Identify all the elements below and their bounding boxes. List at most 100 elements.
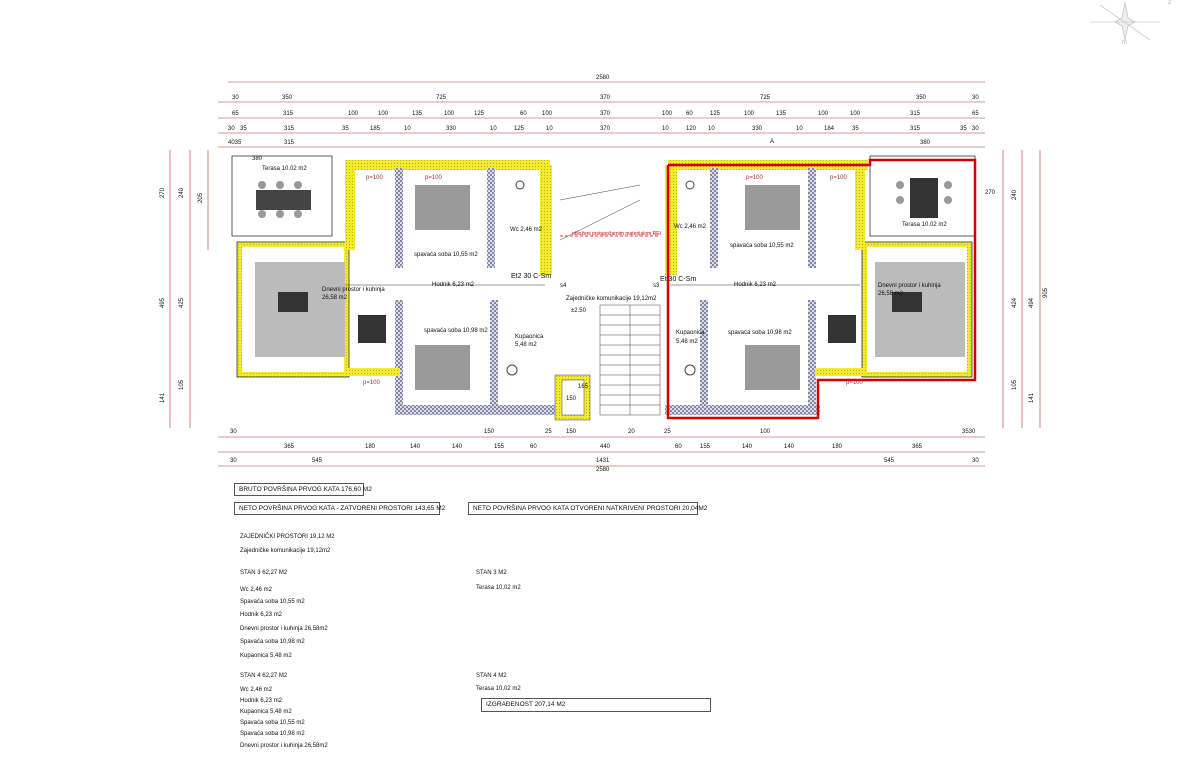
dim-left-105: 105 bbox=[179, 379, 186, 391]
room-left-terasa: Terasa 10.02 m2 bbox=[262, 166, 307, 172]
compass-icon bbox=[1090, 1, 1160, 41]
room-right-kupaonica-area: 5,48 m2 bbox=[676, 339, 698, 345]
room-left-spavaca1: spavaća soba 10,55 m2 bbox=[414, 252, 478, 258]
dim-stair-150: 150 bbox=[566, 396, 577, 402]
dim-right-240: 240 bbox=[1012, 189, 1019, 201]
dim-row3-6: 330 bbox=[446, 126, 457, 132]
dim-right-494: 494 bbox=[1029, 297, 1036, 309]
dim-bot1-1: 365 bbox=[284, 444, 295, 450]
unit-highlight-outline bbox=[666, 158, 977, 420]
dim-row2-12: 125 bbox=[710, 111, 721, 117]
dim-row4-r0: 380 bbox=[920, 140, 931, 146]
dim-right-105: 105 bbox=[1012, 379, 1019, 391]
dim-row3-4: 185 bbox=[370, 126, 381, 132]
dim-right-141: 141 bbox=[1029, 392, 1036, 404]
dim-row3-7: 10 bbox=[490, 126, 497, 132]
door-tag: p=100 bbox=[830, 175, 847, 181]
dim-row2-3: 100 bbox=[378, 111, 389, 117]
compass-letter-2: 2 bbox=[1168, 0, 1172, 6]
summary-neto-zatvoreni: NETO POVRŠINA PRVOG KATA - ZATVORENI PRO… bbox=[234, 502, 445, 515]
dim-bot2-4: 30 bbox=[972, 458, 979, 464]
common-area-label: Zajedničke komunikacije 19,12m2 bbox=[566, 296, 657, 302]
dim-row3-2: 315 bbox=[284, 126, 295, 132]
dim-row4-l1: 315 bbox=[284, 140, 295, 146]
dim-row3-11: 10 bbox=[662, 126, 669, 132]
room-right-kupaonica: Kupaonica bbox=[676, 330, 705, 336]
room-left-dnevni: Dnevni prostor i kuhinja bbox=[322, 287, 385, 293]
room-right-spavaca2: spavaća soba 10,98 m2 bbox=[728, 330, 792, 336]
dim-row3-19: 35 bbox=[960, 126, 967, 132]
dim-bot1-3: 140 bbox=[410, 444, 421, 450]
dim-row3-3: 35 bbox=[342, 126, 349, 132]
dim-bot2-total: 2580 bbox=[596, 467, 610, 473]
dimension-lines bbox=[169, 81, 1041, 467]
dim-row2-9: 370 bbox=[600, 111, 611, 117]
stan4-item: Kupaonica 5,48 m2 bbox=[240, 709, 292, 715]
stan4-item: Wc 2,46 m2 bbox=[240, 687, 273, 693]
dim-bot1-13: 365 bbox=[912, 444, 923, 450]
stan4-item: Dnevni prostor i kuhinja 26,58m2 bbox=[240, 743, 328, 749]
section-mark-s3: s3 bbox=[653, 283, 660, 289]
dim-row1-4: 725 bbox=[760, 95, 771, 101]
dim-row2-4: 135 bbox=[412, 111, 423, 117]
dim-row1-6: 30 bbox=[972, 95, 979, 101]
dim-row2-13: 100 bbox=[744, 111, 755, 117]
dim-row3-13: 10 bbox=[708, 126, 715, 132]
stan4-item: Spavaća soba 10,98 m2 bbox=[240, 731, 305, 737]
room-right-dnevni-area: 26,58 m2 bbox=[878, 291, 904, 297]
stan4-item: Hodnik 6,23 m2 bbox=[240, 698, 283, 704]
dim-row3-14: 330 bbox=[752, 126, 763, 132]
dim-row1-5: 350 bbox=[916, 95, 927, 101]
stan3-item: Spavaća soba 10,98 m2 bbox=[240, 639, 305, 645]
room-right-dnevni: Dnevni prostor i kuhinja bbox=[878, 283, 941, 289]
dim-bot1-5: 155 bbox=[494, 444, 505, 450]
dim-bot1-8: 60 bbox=[675, 444, 682, 450]
stair-core bbox=[554, 184, 661, 421]
dim-row2-7: 60 bbox=[520, 111, 527, 117]
dim-row2-14: 135 bbox=[776, 111, 787, 117]
room-right-terasa: Terasa 10.02 m2 bbox=[902, 222, 947, 228]
dim-row3-16: 184 bbox=[824, 126, 835, 132]
fireproof-note: obloženi protupožarnim materijalom REI bbox=[572, 231, 661, 237]
dim-bot1-7: 440 bbox=[600, 444, 611, 450]
dim-total-top: 2580 bbox=[596, 75, 610, 81]
dim-right-905: 905 bbox=[1043, 287, 1050, 299]
room-left-dnevni-area: 26,58 m2 bbox=[322, 295, 348, 301]
level-mark: ±2.50 bbox=[571, 308, 586, 314]
stan3-item: Wc 2,46 m2 bbox=[240, 587, 273, 593]
dim-row3-8: 125 bbox=[514, 126, 525, 132]
dim-row1-0: 30 bbox=[232, 95, 239, 101]
door-tag: p=100 bbox=[363, 380, 380, 386]
dim-bot2-2: 1431 bbox=[596, 458, 610, 464]
dim-row3-17: 35 bbox=[852, 126, 859, 132]
dim-row2-15: 100 bbox=[818, 111, 829, 117]
dim-bot2-0: 30 bbox=[230, 458, 237, 464]
dim-row4-l0: 4035 bbox=[228, 140, 242, 146]
dim-bot-mid-3: 20 bbox=[628, 429, 635, 435]
dim-bot-mid-4: 25 bbox=[664, 429, 671, 435]
dim-row2-2: 100 bbox=[348, 111, 359, 117]
dim-bot-mid-1: 25 bbox=[545, 429, 552, 435]
dim-row3-1: 35 bbox=[240, 126, 247, 132]
dim-row2-5: 100 bbox=[444, 111, 455, 117]
summary-zajednicki-head: ZAJEDNIČKI PROSTORI 19,12 M2 bbox=[240, 534, 335, 540]
stan4-item: Spavaća soba 10,55 m2 bbox=[240, 720, 305, 726]
door-tag: p=100 bbox=[366, 175, 383, 181]
dim-right-270: 270 bbox=[985, 190, 996, 196]
dim-bot1-11: 140 bbox=[784, 444, 795, 450]
room-right-hodnik: Hodnik 6,23 m2 bbox=[734, 282, 777, 288]
dim-row2-6: 125 bbox=[474, 111, 485, 117]
compass-letter-m: m bbox=[1122, 40, 1127, 46]
dim-bot1-0: 30 bbox=[230, 429, 237, 435]
dim-row3-0: 30 bbox=[228, 126, 235, 132]
dim-left-141: 141 bbox=[160, 392, 167, 404]
dim-row2-16: 100 bbox=[850, 111, 861, 117]
room-left-kupaonica: Kupaonica bbox=[515, 334, 544, 340]
dim-row3-9: 10 bbox=[546, 126, 553, 132]
dim-bot1-6: 60 bbox=[530, 444, 537, 450]
summary-neto-otvoreni: NETO POVRŠINA PRVOG KATA OTVORENI NATKRI… bbox=[468, 502, 707, 515]
dim-bot1-9: 155 bbox=[700, 444, 711, 450]
dim-row3-12: 120 bbox=[686, 126, 697, 132]
room-left-wc: Wc 2,46 m2 bbox=[510, 227, 543, 233]
